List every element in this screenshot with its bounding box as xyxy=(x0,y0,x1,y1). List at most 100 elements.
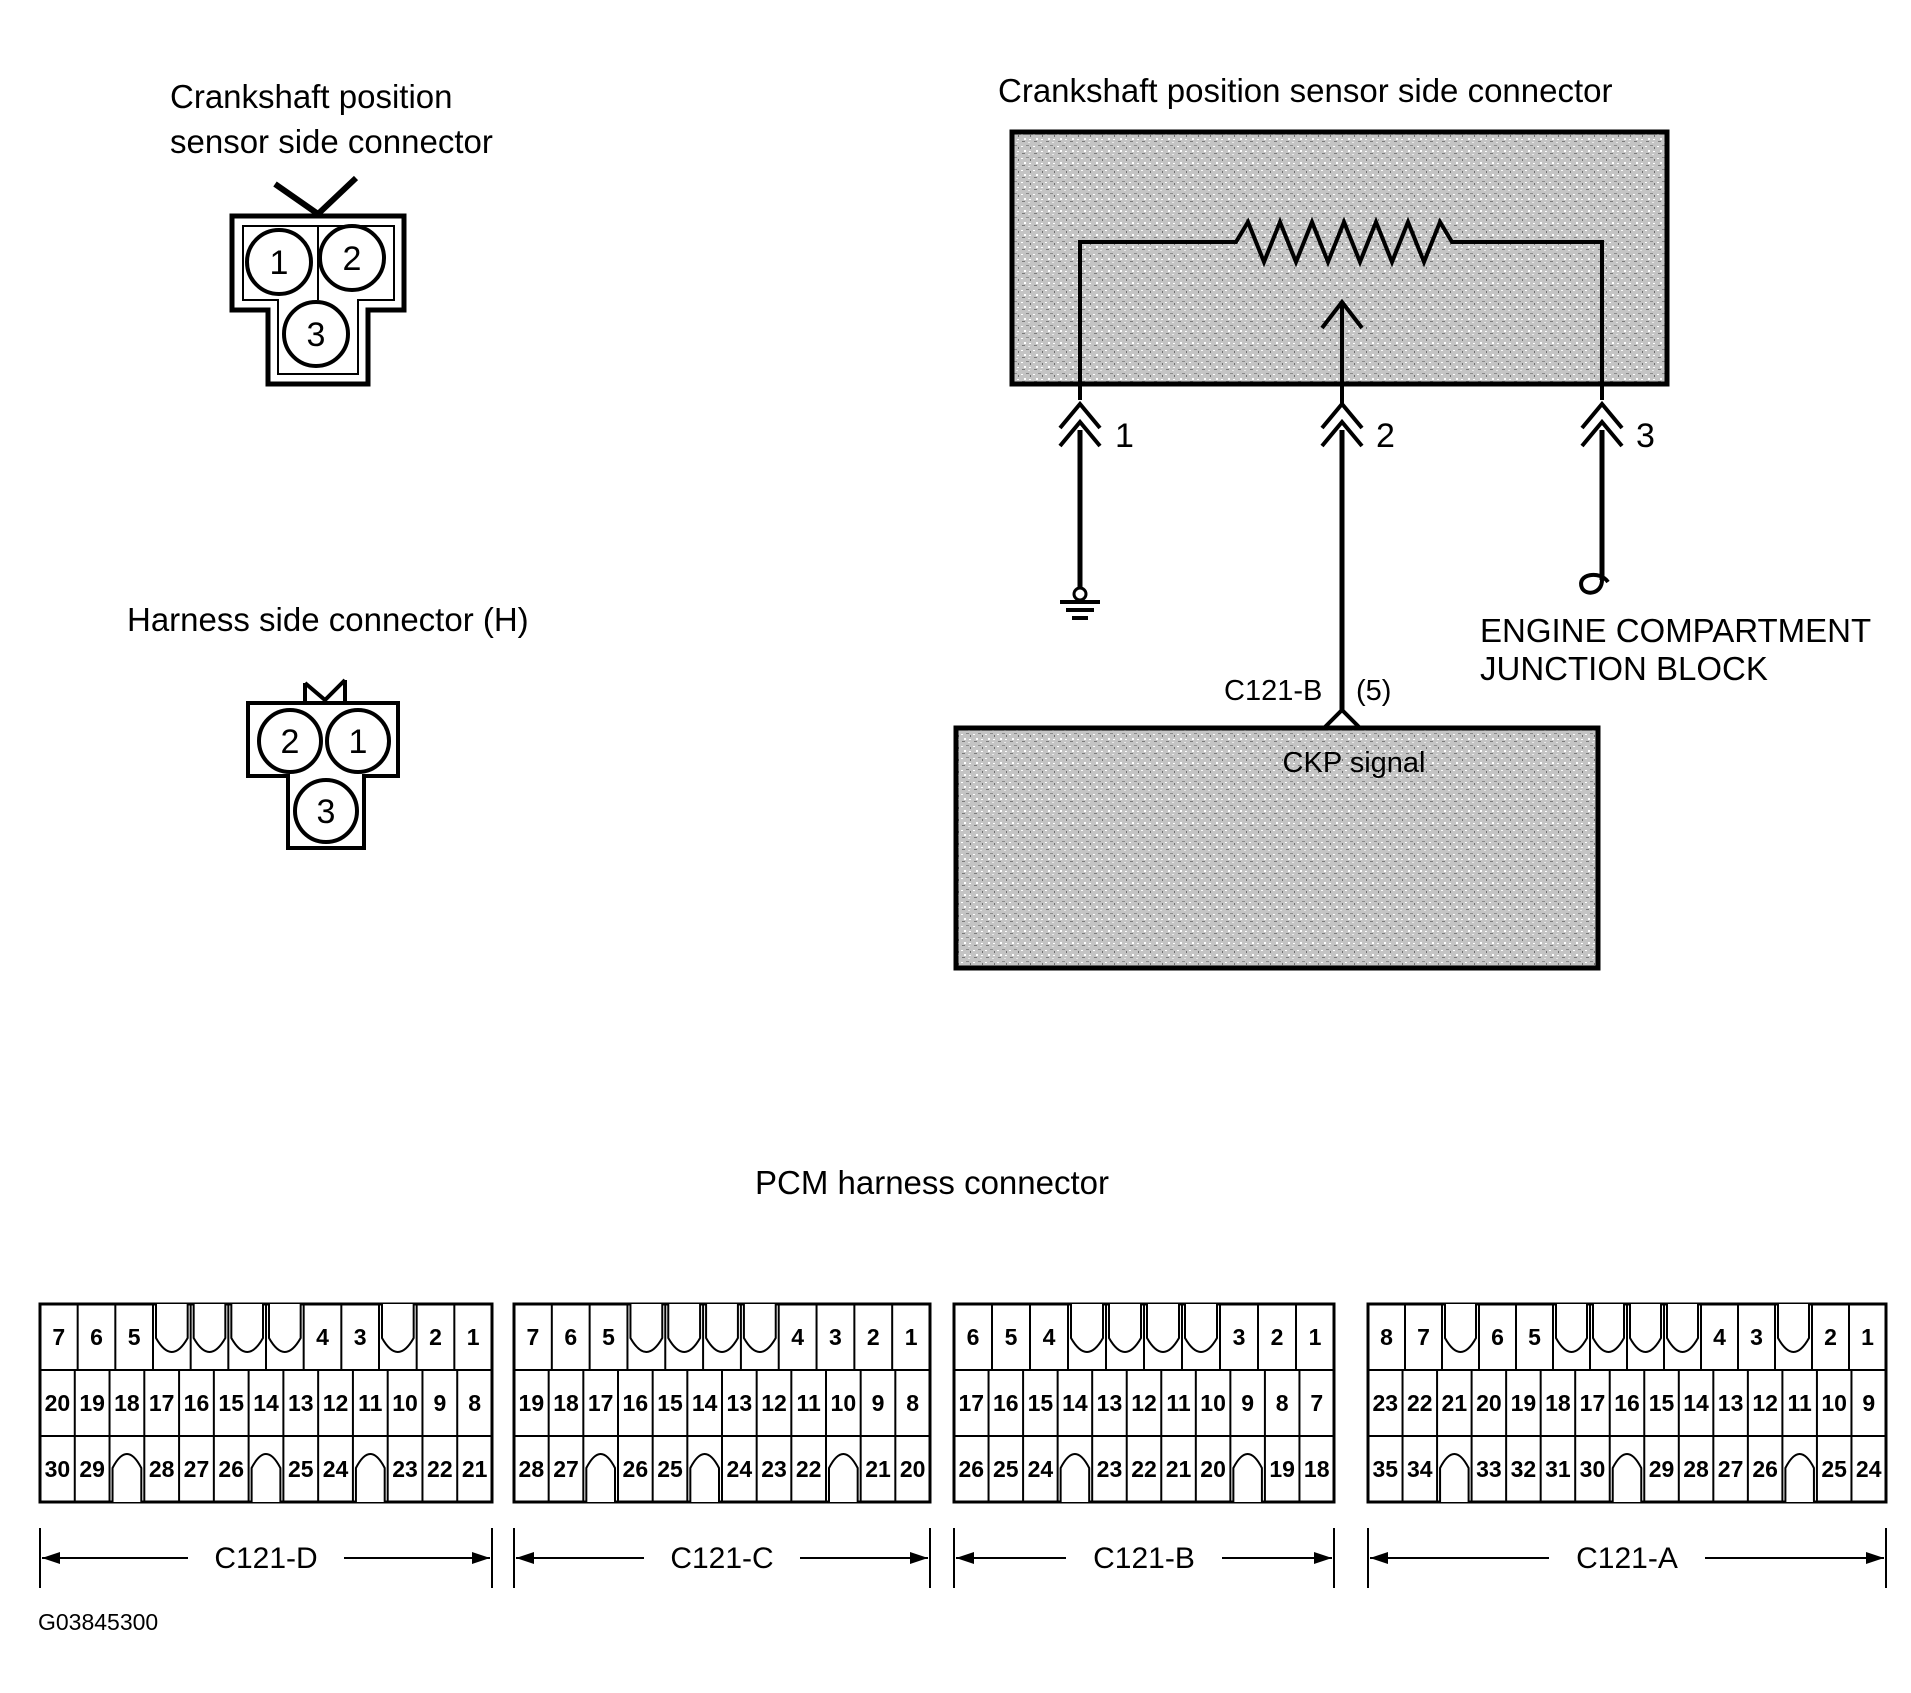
pcm-pin-label: 21 xyxy=(865,1456,891,1482)
pcm-key-notch xyxy=(828,1453,859,1502)
pcm-cell-c121-c-20: 20 xyxy=(900,1456,926,1482)
pcm-pin-label: 11 xyxy=(1166,1390,1191,1416)
pcm-pin-label: 21 xyxy=(462,1456,488,1482)
pcm-pin-label: 22 xyxy=(1407,1390,1433,1416)
pcm-cell-c121-c-15: 15 xyxy=(657,1390,683,1416)
pcm-cell-c121-d-2: 2 xyxy=(429,1324,442,1350)
pcm-cell-c121-a-27: 27 xyxy=(1718,1456,1744,1482)
pcm-cell-c121-a-31: 31 xyxy=(1545,1456,1571,1482)
pcm-pin-label: 23 xyxy=(761,1456,787,1482)
pcm-pin-label: 2 xyxy=(867,1324,880,1350)
pcm-pin-label: 10 xyxy=(1821,1390,1847,1416)
pcm-pin-label: 14 xyxy=(692,1390,718,1416)
pcm-cell-c121-c-3: 3 xyxy=(829,1324,842,1350)
pcm-cell-c121-d-15: 15 xyxy=(218,1390,244,1416)
pcm-cell-c121-a-19: 19 xyxy=(1511,1390,1537,1416)
pcm-cell-c121-d-3: 3 xyxy=(354,1324,367,1350)
pcm-pin-label: 22 xyxy=(1131,1456,1157,1482)
pcm-key-notch xyxy=(689,1453,720,1502)
pcm-cell-c121-d-1: 1 xyxy=(467,1324,480,1350)
pcm-key-notch xyxy=(111,1453,143,1502)
pcm-pin-label: 25 xyxy=(993,1456,1019,1482)
pcm-pin-label: 8 xyxy=(906,1390,919,1416)
pcm-cell-c121-b-26: 26 xyxy=(958,1456,984,1482)
terminal-3-label: 3 xyxy=(1636,417,1655,455)
harness-pin-1 xyxy=(325,708,391,774)
pcm-pin-label: 5 xyxy=(1528,1324,1541,1350)
pcm-cell-c121-c-17: 17 xyxy=(588,1390,614,1416)
pcm-cell-c121-b-15: 15 xyxy=(1028,1390,1054,1416)
pcm-key-notch xyxy=(1777,1304,1810,1353)
pcm-cell-c121-a-11: 11 xyxy=(1788,1390,1813,1416)
pcm-cell-c121-b-25: 25 xyxy=(993,1456,1019,1482)
pcm-cell-c121-c-18: 18 xyxy=(553,1390,579,1416)
junction-label-line1: ENGINE COMPARTMENT xyxy=(1480,612,1871,649)
pcm-dimension-c121-b: C121-B xyxy=(953,1528,1335,1588)
pcm-pin-label: 19 xyxy=(519,1390,545,1416)
pcm-key-notch xyxy=(1784,1453,1815,1502)
crank-sensor-connector: Crankshaft position sensor side connecto… xyxy=(170,78,493,387)
schematic-title: Crankshaft position sensor side connecto… xyxy=(998,72,1613,109)
pcm-dimension-c121-d: C121-D xyxy=(39,1528,493,1588)
pcm-cell-c121-a-8: 8 xyxy=(1380,1324,1393,1350)
pcm-cell-c121-c-1: 1 xyxy=(905,1324,918,1350)
pcm-cell-c121-c-6: 6 xyxy=(564,1324,577,1350)
crank-pin-3 xyxy=(282,300,350,368)
crank-connector-title-line1: Crankshaft position xyxy=(170,78,452,115)
pcm-pin-label: 8 xyxy=(468,1390,481,1416)
pcm-pin-label: 31 xyxy=(1545,1456,1571,1482)
pcm-cell-c121-a-20: 20 xyxy=(1476,1390,1502,1416)
pcm-cell-c121-b-18: 18 xyxy=(1304,1456,1330,1482)
pcm-pin-label: 22 xyxy=(427,1456,453,1482)
pcm-cell-c121-a-6: 6 xyxy=(1491,1324,1504,1350)
pcm-module-box xyxy=(953,725,1601,971)
pcm-pin-label: 17 xyxy=(958,1390,984,1416)
pcm-cell-c121-d-9: 9 xyxy=(433,1390,446,1416)
pcm-pin-label: 16 xyxy=(1614,1390,1640,1416)
pcm-cell-c121-a-23: 23 xyxy=(1372,1390,1398,1416)
pcm-pin-label: 4 xyxy=(791,1324,804,1350)
pcm-pin-label: 12 xyxy=(761,1390,787,1416)
pcm-cell-c121-a-29: 29 xyxy=(1649,1456,1675,1482)
sensor-schematic: Crankshaft position sensor side connecto… xyxy=(953,72,1871,971)
pcm-cell-c121-a-10: 10 xyxy=(1821,1390,1847,1416)
pcm-pin-label: 7 xyxy=(1310,1390,1323,1416)
pcm-pin-label: 20 xyxy=(900,1456,926,1482)
pcm-cell-c121-a-5: 5 xyxy=(1528,1324,1541,1350)
pcm-cell-c121-a-9: 9 xyxy=(1862,1390,1875,1416)
pcm-cell-c121-d-13: 13 xyxy=(288,1390,314,1416)
pcm-cell-c121-a-12: 12 xyxy=(1752,1390,1778,1416)
pcm-pin-label: 10 xyxy=(831,1390,857,1416)
pcm-pin-label: 7 xyxy=(52,1324,65,1350)
crank-pin-3-label: 3 xyxy=(307,316,326,354)
pcm-cell-c121-d-22: 22 xyxy=(427,1456,453,1482)
pcm-cell-c121-d-8: 8 xyxy=(468,1390,481,1416)
pcm-pin-label: 3 xyxy=(829,1324,842,1350)
pcm-pin-label: 11 xyxy=(358,1390,383,1416)
pcm-cell-c121-a-24: 24 xyxy=(1856,1456,1882,1482)
pcm-cell-c121-d-29: 29 xyxy=(79,1456,105,1482)
pcm-cell-c121-c-4: 4 xyxy=(791,1324,804,1350)
pcm-key-notch xyxy=(1108,1304,1142,1353)
pcm-pin-label: 4 xyxy=(1043,1324,1056,1350)
pcm-cell-c121-c-22: 22 xyxy=(796,1456,822,1482)
pcm-cell-c121-a-28: 28 xyxy=(1683,1456,1709,1482)
pcm-pin-label: 24 xyxy=(727,1456,753,1482)
pcm-pin-label: 10 xyxy=(392,1390,418,1416)
pcm-cell-c121-d-26: 26 xyxy=(218,1456,244,1482)
pcm-pin-label: 30 xyxy=(1580,1456,1606,1482)
pcm-key-notch xyxy=(1592,1304,1625,1353)
pcm-key-notch xyxy=(230,1304,264,1353)
harness-pin-3 xyxy=(293,778,359,844)
pcm-cell-c121-c-23: 23 xyxy=(761,1456,787,1482)
crank-pin-2 xyxy=(318,224,386,292)
pcm-pin-label: 28 xyxy=(519,1456,545,1482)
pcm-key-notch xyxy=(585,1453,616,1502)
resistor-wiper-arrow xyxy=(1320,298,1364,406)
pcm-dimension-c121-a: C121-A xyxy=(1367,1528,1887,1588)
pcm-cell-c121-c-19: 19 xyxy=(519,1390,545,1416)
pcm-cell-c121-c-25: 25 xyxy=(657,1456,683,1482)
